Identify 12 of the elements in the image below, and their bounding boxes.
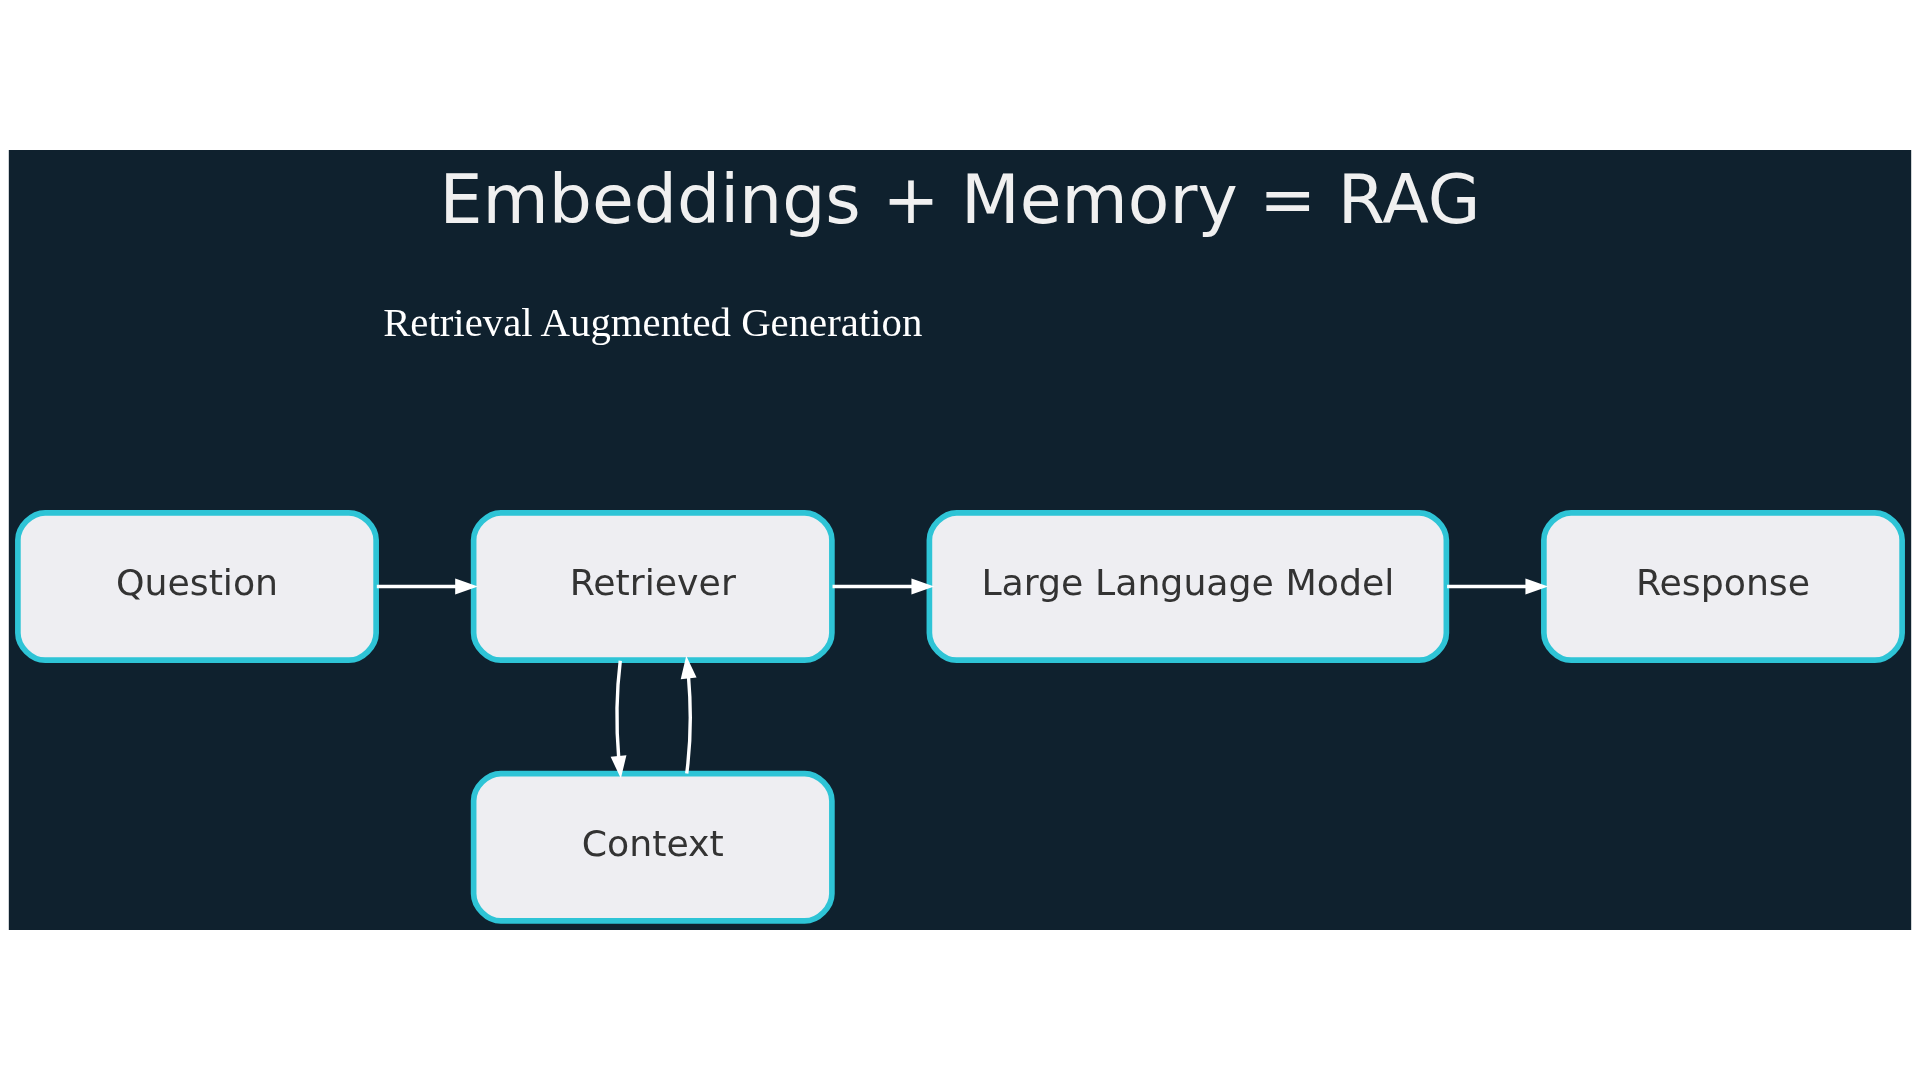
arrow [1447, 578, 1549, 595]
arrow [610, 660, 627, 779]
diagram-title: Embeddings + Memory = RAG [439, 159, 1481, 239]
node-box: Response [1541, 509, 1905, 663]
node-box: Context [470, 770, 835, 924]
label: Retrieval Augmented Generation [383, 299, 923, 345]
arrow [376, 578, 478, 595]
node-box: Large Language Model [926, 509, 1450, 663]
arrow [680, 655, 697, 774]
arrow [832, 578, 935, 595]
node-box: Question [15, 509, 379, 663]
node-box: Retriever [470, 509, 835, 663]
